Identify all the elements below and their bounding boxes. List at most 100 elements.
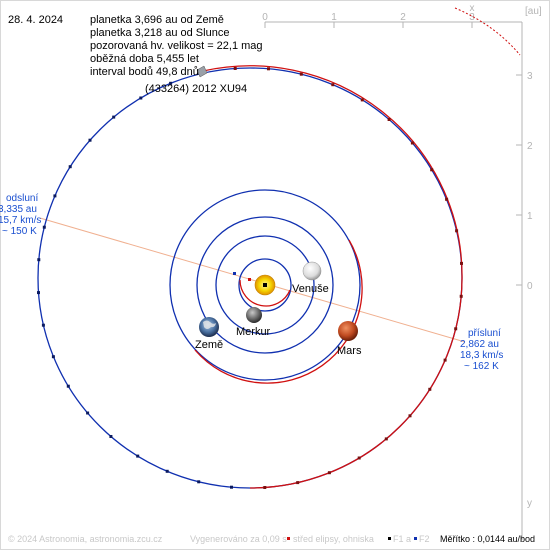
orbit-point bbox=[66, 384, 70, 388]
orbit-point bbox=[68, 165, 72, 169]
orbit-point bbox=[299, 72, 303, 76]
orbit-point bbox=[197, 480, 201, 484]
orbit-point bbox=[88, 138, 92, 142]
aphelion-distance: 3,335 au bbox=[0, 204, 37, 215]
info-magnitude: pozorovaná hv. velikost = 22,1 mag bbox=[90, 40, 263, 52]
x-axis-label: x bbox=[470, 3, 475, 14]
y-tick-label-2: 2 bbox=[527, 141, 533, 152]
aphelion-speed: 15,7 km/s bbox=[0, 215, 41, 226]
orbit-point bbox=[410, 141, 414, 145]
legend-center-marker bbox=[287, 537, 290, 540]
legend-f2: F2 bbox=[419, 534, 430, 544]
orbit-point bbox=[267, 67, 270, 71]
orbit-point bbox=[327, 471, 331, 475]
orbit-point bbox=[139, 96, 143, 100]
x-tick-label-2: 2 bbox=[400, 12, 406, 23]
orbit-point bbox=[51, 355, 55, 359]
orbit-point bbox=[112, 115, 116, 119]
asteroid-marker bbox=[196, 65, 208, 78]
aphelion-temperature: ~ 150 K bbox=[2, 226, 37, 237]
orbit-point bbox=[459, 294, 463, 298]
info-sun-distance: planetka 3,218 au od Slunce bbox=[90, 27, 229, 39]
legend-f1-marker bbox=[388, 537, 391, 540]
apsis-line bbox=[39, 217, 466, 343]
orbit-point bbox=[408, 414, 412, 418]
asteroid-orbit bbox=[37, 65, 463, 489]
orbit-point bbox=[443, 358, 447, 362]
x-tick-label-1: 1 bbox=[331, 12, 337, 23]
focus-f2-marker bbox=[233, 272, 236, 275]
orbit-point bbox=[430, 168, 434, 172]
aphelion-info: odsluní 3,335 au 15,7 km/s ~ 150 K bbox=[0, 193, 41, 237]
scale-label: Měřítko : 0,0144 au/bod bbox=[440, 534, 535, 544]
orbit-point bbox=[37, 291, 40, 295]
orbit-point bbox=[42, 225, 46, 229]
date-label: 28. 4. 2024 bbox=[8, 14, 63, 26]
earth bbox=[199, 317, 219, 337]
x-tick-label-0: 0 bbox=[262, 12, 268, 23]
orbit-point bbox=[37, 258, 41, 262]
venus-label: Venuše bbox=[292, 283, 329, 295]
orbit-point bbox=[460, 261, 463, 265]
info-period: oběžná doba 5,455 let bbox=[90, 53, 199, 65]
orbit-point bbox=[387, 118, 391, 121]
orbit-point bbox=[445, 197, 449, 201]
sun-focus-marker bbox=[263, 283, 267, 287]
info-point-interval: interval bodů 49,8 dnů bbox=[90, 66, 199, 78]
y-tick-label-1: 1 bbox=[527, 211, 533, 222]
orbit-point bbox=[455, 229, 459, 233]
orbit-point bbox=[428, 387, 432, 391]
orbit-mercury bbox=[238, 258, 292, 312]
perihelion-speed: 18,3 km/s bbox=[460, 350, 503, 361]
ellipse-center-marker bbox=[248, 278, 251, 281]
perihelion-distance: 2,862 au bbox=[460, 339, 499, 350]
generated-time: Vygenerováno za 0,09 s bbox=[190, 534, 287, 544]
orbit-mercury-above bbox=[239, 279, 291, 307]
y-tick-label-3: 3 bbox=[527, 71, 533, 82]
mercury-label: Merkur bbox=[236, 326, 271, 338]
y-axis-label: y bbox=[527, 498, 532, 509]
mars-label: Mars bbox=[337, 345, 362, 357]
asteroid-path-extension bbox=[454, 7, 521, 56]
mercury bbox=[246, 307, 262, 323]
orbit-point bbox=[86, 411, 90, 415]
orbit-venus bbox=[215, 235, 315, 335]
orbit-point bbox=[233, 67, 237, 70]
perihelion-title: přísluní bbox=[468, 328, 501, 339]
mars bbox=[338, 321, 358, 341]
orbit-point bbox=[360, 98, 364, 102]
aphelion-title: odsluní bbox=[6, 193, 38, 204]
orbit-point bbox=[296, 481, 300, 485]
orbit-mars bbox=[169, 189, 361, 381]
orbit-point bbox=[109, 435, 113, 438]
orbit-point bbox=[53, 194, 57, 198]
orbit-point bbox=[169, 81, 173, 85]
orbit-point bbox=[263, 486, 267, 489]
axes: 0 1 2 3 x [au] 3 2 1 0 y bbox=[262, 3, 542, 540]
orbit-point bbox=[384, 437, 388, 441]
orbit-earth bbox=[196, 216, 334, 354]
perihelion-info: přísluní 2,862 au 18,3 km/s ~ 162 K bbox=[460, 328, 503, 372]
footer: © 2024 Astronomia, astronomia.zcu.cz Vyg… bbox=[8, 534, 535, 544]
orbit-point bbox=[136, 454, 140, 458]
asteroid-name: (433264) 2012 XU94 bbox=[145, 83, 247, 95]
perihelion-temperature: ~ 162 K bbox=[464, 361, 499, 372]
orbit-point bbox=[454, 327, 458, 331]
orbit-mars-above bbox=[194, 239, 363, 384]
venus bbox=[302, 261, 322, 281]
orbit-point bbox=[331, 83, 335, 87]
info-earth-distance: planetka 3,696 au od Země bbox=[90, 14, 224, 26]
orbit-point bbox=[165, 469, 169, 473]
y-tick-label-0: 0 bbox=[527, 281, 533, 292]
orbit-point bbox=[41, 323, 45, 327]
x-tick-label-3: 3 bbox=[469, 12, 475, 23]
orbit-dots bbox=[37, 67, 463, 489]
legend-f2-marker bbox=[414, 537, 417, 540]
planet-orbits bbox=[169, 189, 363, 384]
orbit-point bbox=[357, 456, 361, 460]
copyright: © 2024 Astronomia, astronomia.zcu.cz bbox=[8, 534, 163, 544]
unit-label: [au] bbox=[525, 6, 542, 17]
